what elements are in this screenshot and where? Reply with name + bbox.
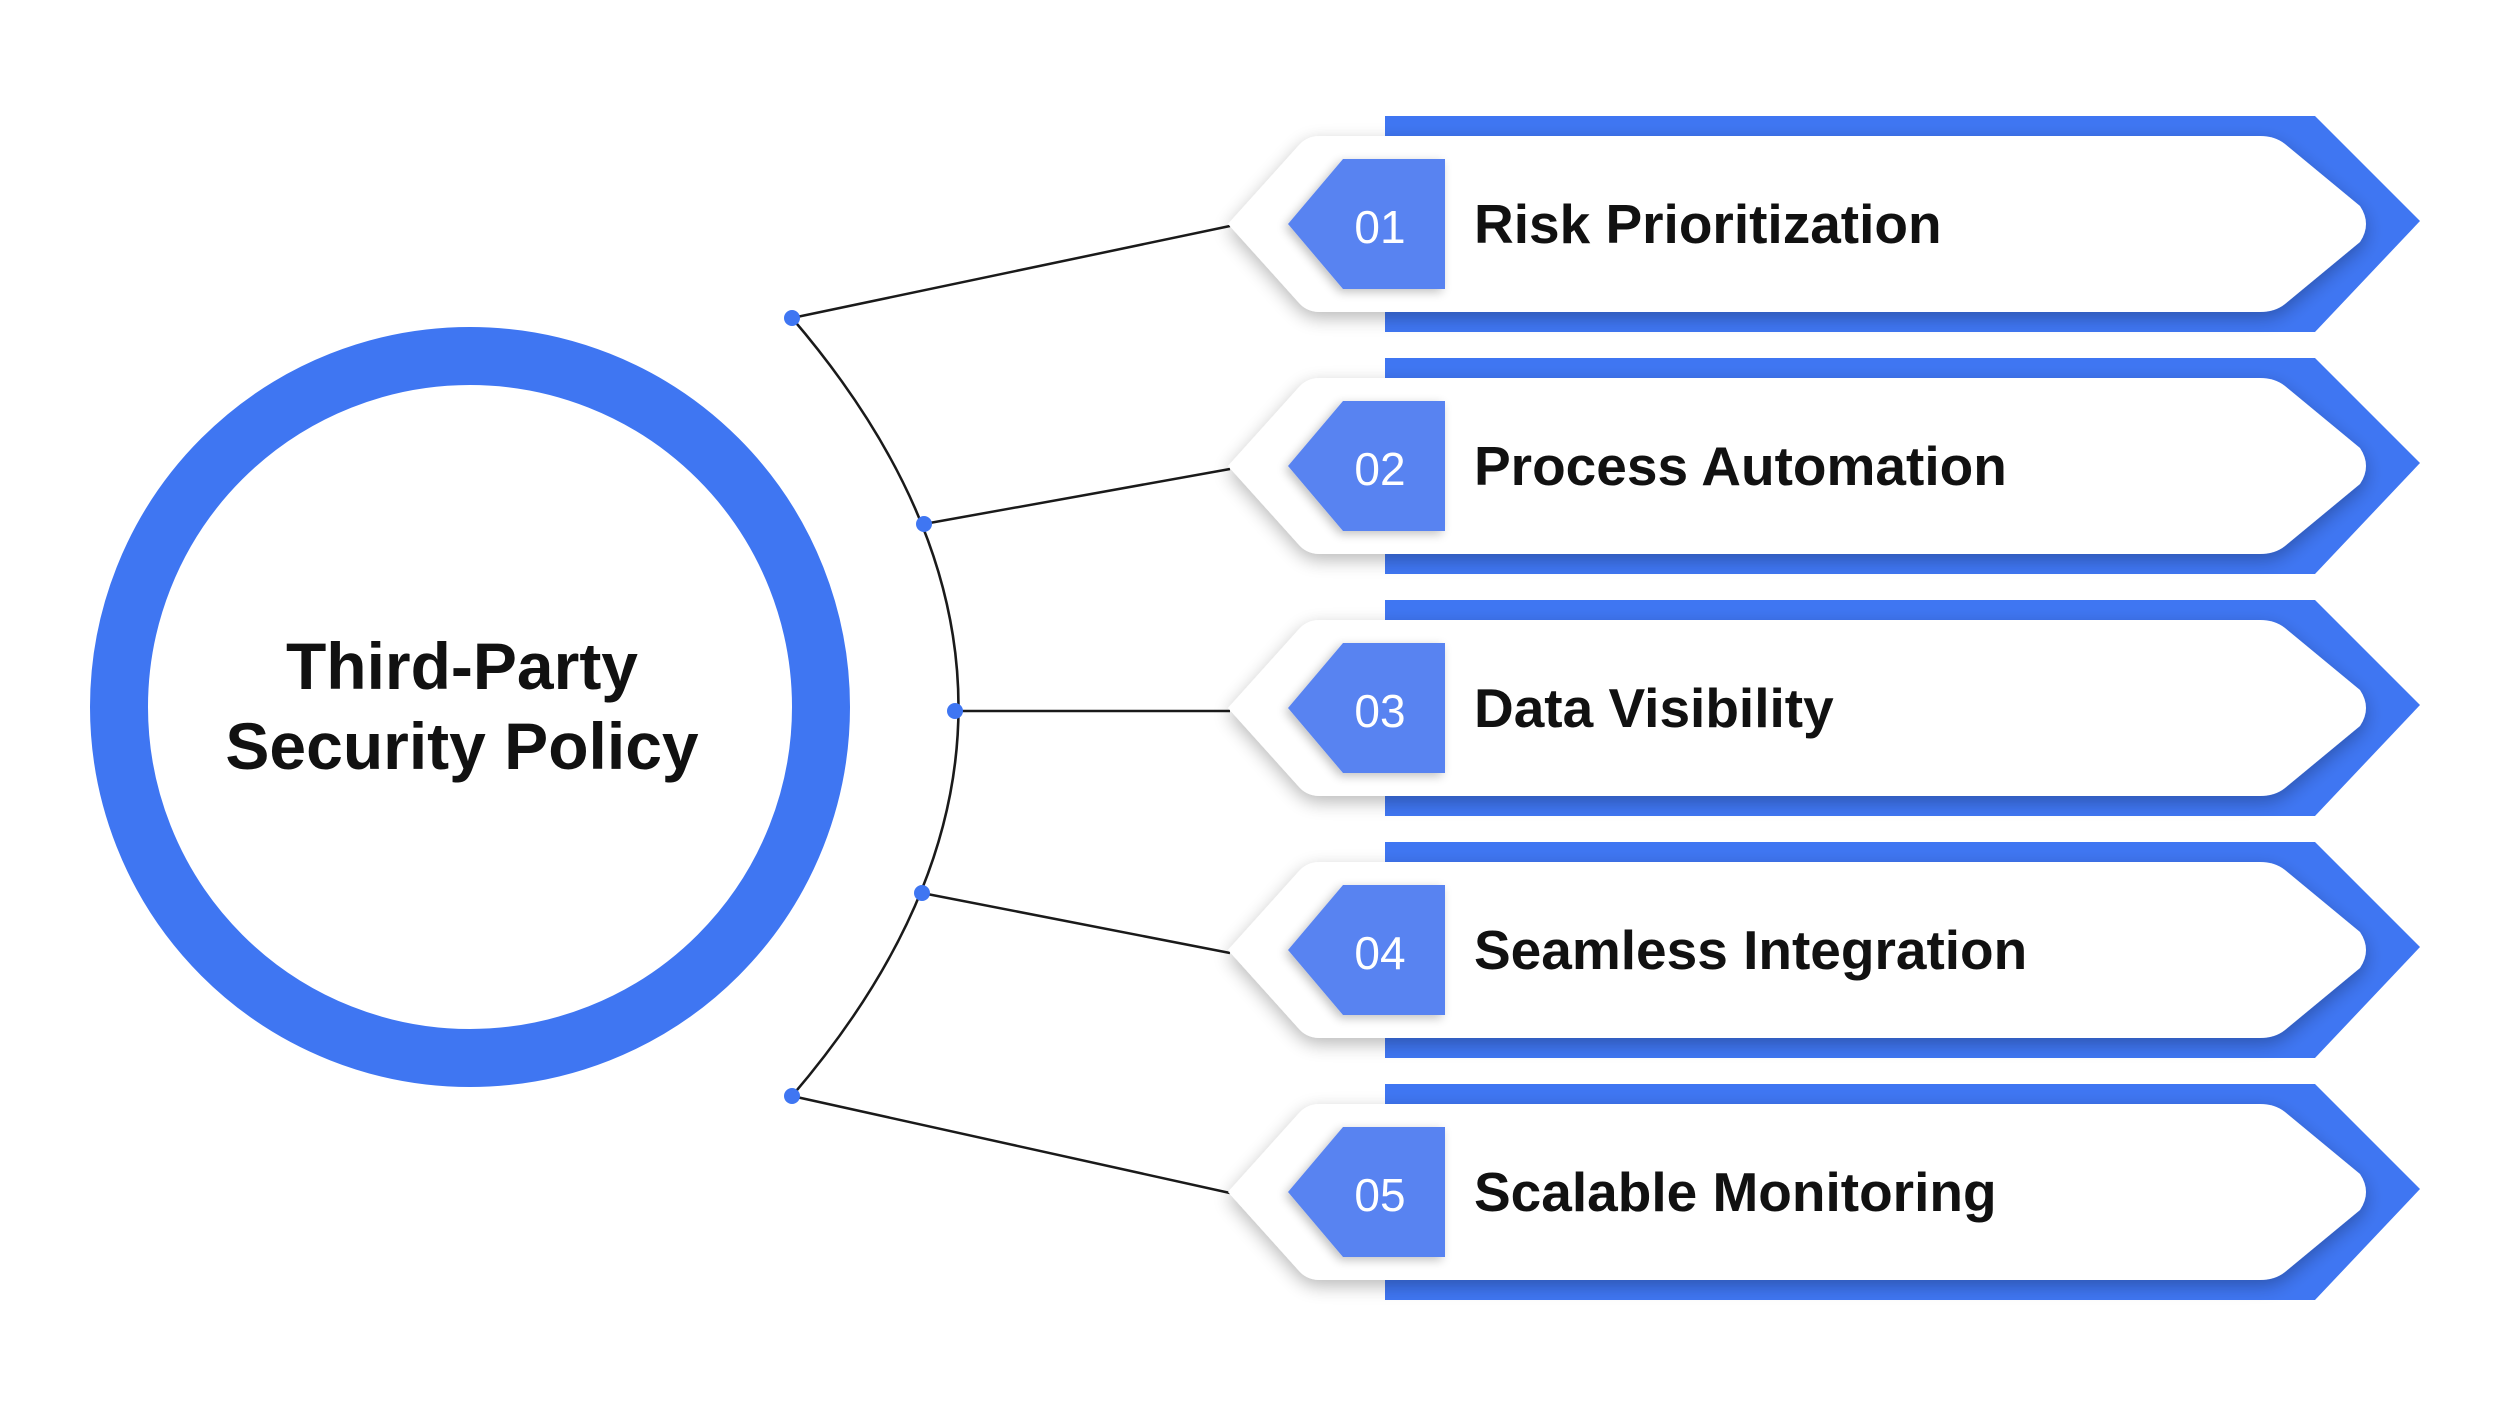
item-label: Process Automation [1474, 435, 2007, 497]
item-card-face [1228, 1104, 2366, 1280]
item-card: 01 Risk Prioritization [1228, 116, 2420, 332]
connector-dot [914, 885, 930, 901]
item-number: 04 [1354, 927, 1405, 979]
item-card: 03 Data Visibility [1228, 600, 2420, 816]
item-number-tab [1288, 159, 1445, 289]
center-node: Third-Party Security Policy [90, 327, 850, 1087]
center-ring [90, 327, 850, 1087]
item-card-face [1228, 862, 2366, 1038]
item-number: 03 [1354, 685, 1405, 737]
item-number: 01 [1354, 201, 1405, 253]
center-title-line2: Security Policy [225, 709, 699, 783]
item-card-face [1228, 136, 2366, 312]
connector-dot [784, 1088, 800, 1104]
item-number-tab [1288, 885, 1445, 1015]
item-card-face [1228, 378, 2366, 554]
item-number-tab [1288, 643, 1445, 773]
item-number-tab [1288, 401, 1445, 531]
item-card: 02 Process Automation [1228, 358, 2420, 574]
item-label: Seamless Integration [1474, 919, 2027, 981]
item-number: 02 [1354, 443, 1405, 495]
connector-line [921, 891, 1231, 955]
connector-dot [784, 310, 800, 326]
connector-dot [947, 703, 963, 719]
item-label: Scalable Monitoring [1474, 1161, 1997, 1223]
item-card: 05 Scalable Monitoring [1228, 1084, 2420, 1300]
connector-dots [784, 310, 963, 1104]
item-number-tab [1288, 1127, 1445, 1257]
connector-line [791, 1094, 1231, 1195]
item-label: Data Visibility [1474, 677, 1834, 739]
center-title-line1: Third-Party [286, 629, 638, 703]
connector-dot [916, 516, 932, 532]
connector-lines [791, 224, 1231, 1195]
connector-line [791, 224, 1231, 320]
connector-line [923, 467, 1231, 526]
item-card-face [1228, 620, 2366, 796]
item-number: 05 [1354, 1169, 1405, 1221]
item-label: Risk Prioritization [1474, 193, 1942, 255]
item-card: 04 Seamless Integration [1228, 842, 2420, 1058]
